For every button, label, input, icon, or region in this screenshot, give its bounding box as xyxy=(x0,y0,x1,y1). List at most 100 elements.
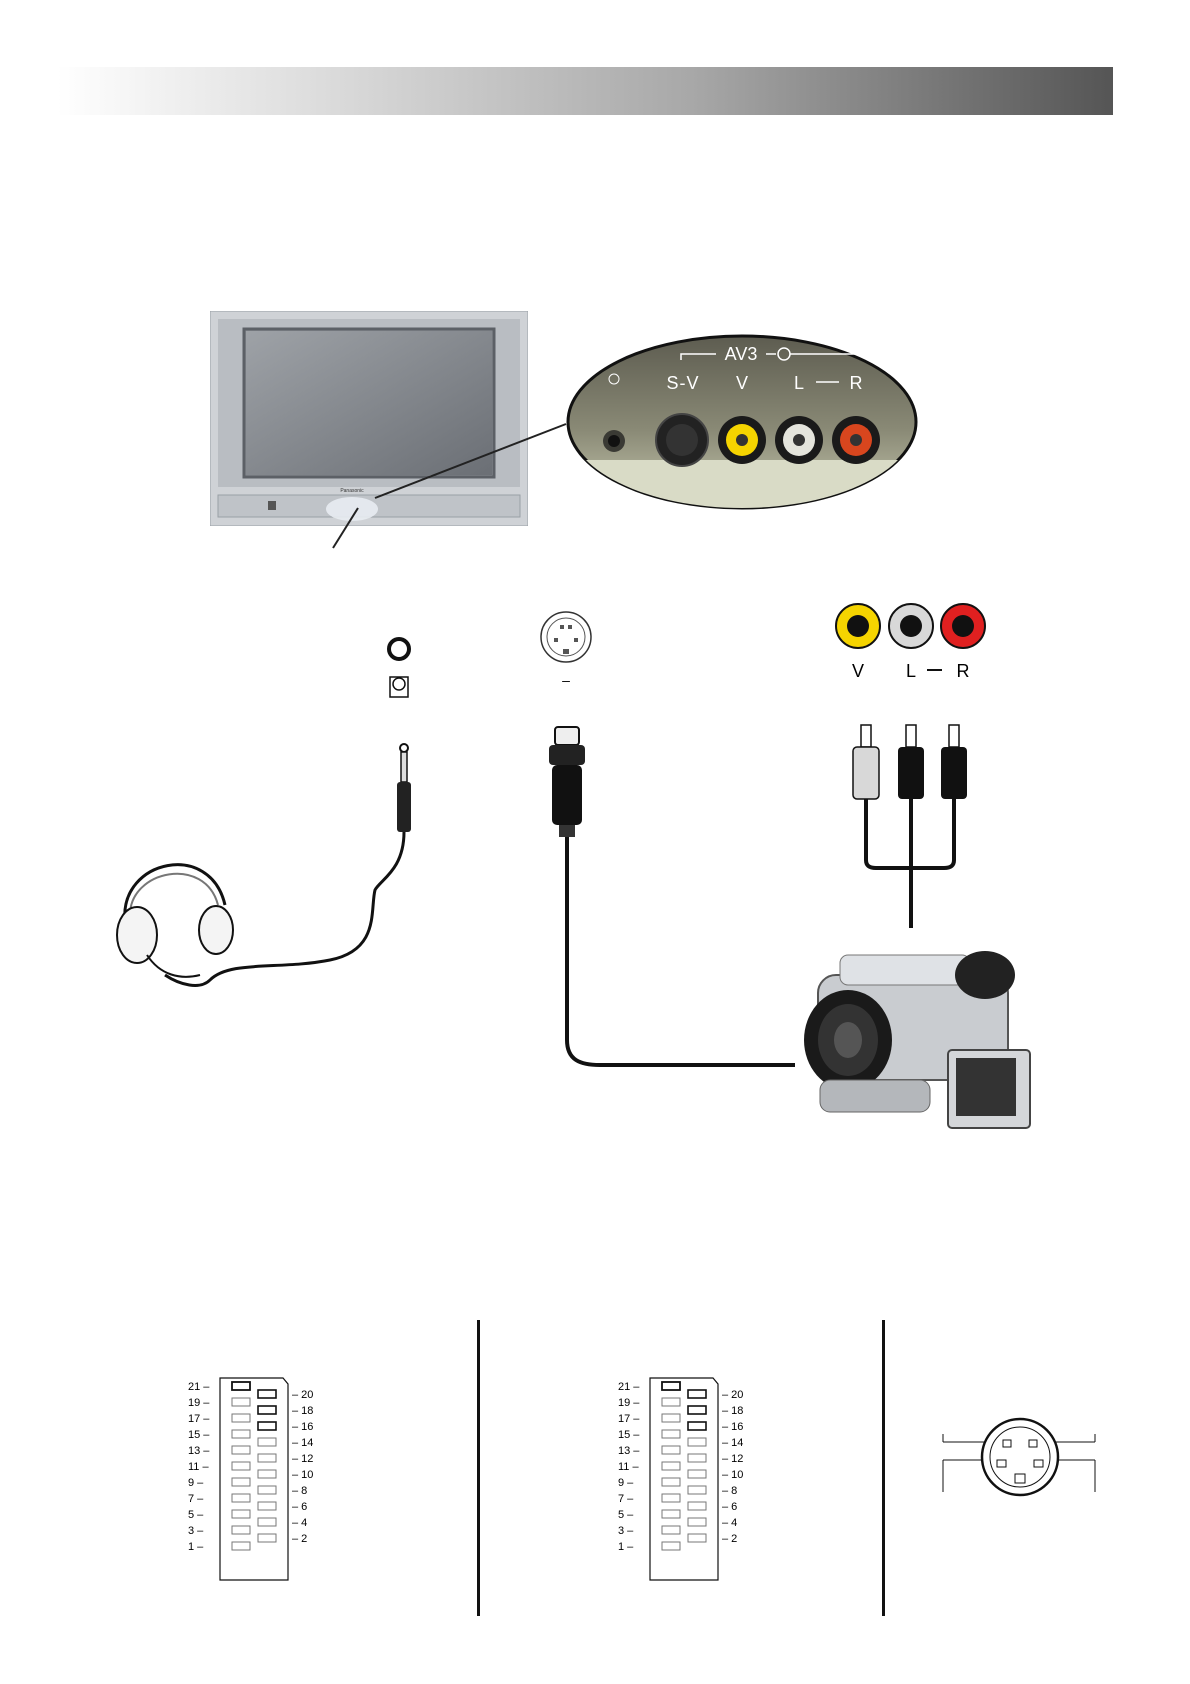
scart-pin-diagram-2: 21 –19 –17 –15 –13 –11 –9 –7 –5 –3 –1 ––… xyxy=(618,1377,743,1581)
scart-pin-label: – 4 xyxy=(722,1517,737,1529)
scart-pin-box xyxy=(231,1525,251,1535)
rca-cable xyxy=(864,799,956,928)
scart-pin-box xyxy=(257,1501,277,1511)
rca-label-v: V xyxy=(852,661,864,681)
scart-pin-box xyxy=(661,1493,681,1503)
scart-pin-label: 13 – xyxy=(188,1445,210,1457)
scart-pin-box xyxy=(257,1469,277,1479)
svideo-pin-diagram xyxy=(942,1417,1096,1497)
scart-pin-label: 9 – xyxy=(618,1477,634,1489)
scart-pin-box xyxy=(661,1477,681,1487)
scart-pin-label: – 10 xyxy=(292,1469,313,1481)
socket-label-r: R xyxy=(850,373,863,393)
socket-label-l: L xyxy=(794,373,804,393)
scart-pin-diagram-1: 21 –19 –17 –15 –13 –11 –9 –7 –5 –3 –1 ––… xyxy=(188,1377,313,1581)
headphone-jack-plug xyxy=(397,743,411,832)
section-header-bar xyxy=(57,67,1113,115)
scart-pin-label: 15 – xyxy=(618,1429,640,1441)
scart-pin-label: – 2 xyxy=(292,1533,307,1545)
scart-pin-box xyxy=(661,1509,681,1519)
scart-pin-box xyxy=(231,1541,251,1551)
scart-pin-box xyxy=(661,1525,681,1535)
scart-pin-label: 3 – xyxy=(618,1525,634,1537)
scart-pin-label: 5 – xyxy=(188,1509,204,1521)
divider-left xyxy=(477,1320,480,1616)
scart-pin-box xyxy=(231,1445,251,1455)
scart-pin-label: – 6 xyxy=(722,1501,737,1513)
scart-pin-box xyxy=(687,1421,707,1431)
scart-pin-label: – 8 xyxy=(292,1485,307,1497)
scart-pin-box xyxy=(687,1437,707,1447)
scart-pin-box xyxy=(661,1429,681,1439)
scart-pin-label: – 14 xyxy=(722,1437,743,1449)
scart-pin-label: 9 – xyxy=(188,1477,204,1489)
socket-label-s-v: S-V xyxy=(666,373,699,393)
scart-pin-box xyxy=(687,1533,707,1543)
tv-set-image: Panasonic xyxy=(210,311,528,526)
scart-pin-box xyxy=(231,1477,251,1487)
scart-pin-box xyxy=(231,1509,251,1519)
scart-pin-box xyxy=(687,1517,707,1527)
scart-pin-box xyxy=(231,1413,251,1423)
scart-pin-label: – 18 xyxy=(722,1405,743,1417)
scart-pin-label: 17 – xyxy=(188,1413,210,1425)
scart-pin-label: 7 – xyxy=(188,1493,204,1505)
svg-text:Panasonic: Panasonic xyxy=(340,488,364,494)
scart-pin-box xyxy=(231,1381,251,1391)
rca-plugs xyxy=(852,724,967,800)
scart-pin-label: – 10 xyxy=(722,1469,743,1481)
rca-label-r: R xyxy=(957,661,970,681)
camcorder-image xyxy=(804,951,1031,1129)
scart-pin-label: 3 – xyxy=(188,1525,204,1537)
socket-label-v: V xyxy=(736,373,748,393)
scart-pin-label: – 8 xyxy=(722,1485,737,1497)
scart-pin-box xyxy=(687,1453,707,1463)
scart-pin-label: – 14 xyxy=(292,1437,313,1449)
scart-pin-box xyxy=(231,1493,251,1503)
av3-socket-zoom: AV3 S-V V L R xyxy=(566,334,918,510)
scart-pin-box xyxy=(687,1389,707,1399)
scart-pin-label: 1 – xyxy=(618,1541,634,1553)
scart-pin-label: 11 – xyxy=(188,1461,209,1473)
scart-pin-label: 11 – xyxy=(618,1461,639,1473)
scart-connector-outline xyxy=(219,1377,289,1581)
scart-pin-box xyxy=(687,1469,707,1479)
rca-label-l: L xyxy=(906,661,916,681)
divider-right xyxy=(882,1320,885,1616)
scart-pin-label: 1 – xyxy=(188,1541,204,1553)
scart-pin-box xyxy=(661,1381,681,1391)
scart-pin-box xyxy=(257,1533,277,1543)
scart-pin-box xyxy=(661,1413,681,1423)
scart-pin-box xyxy=(257,1517,277,1527)
scart-pin-box xyxy=(661,1541,681,1551)
scart-pin-box xyxy=(231,1461,251,1471)
scart-pin-label: 19 – xyxy=(188,1397,210,1409)
headphone-cable xyxy=(164,831,406,987)
scart-pin-box xyxy=(231,1429,251,1439)
scart-pin-label: – 18 xyxy=(292,1405,313,1417)
scart-pin-box xyxy=(687,1485,707,1495)
scart-pin-box xyxy=(661,1445,681,1455)
scart-pin-label: 17 – xyxy=(618,1413,640,1425)
scart-pin-box xyxy=(257,1405,277,1415)
svideo-cable xyxy=(565,837,795,1067)
headphone-symbol-icon xyxy=(389,676,409,698)
svideo-caption: – xyxy=(562,672,570,688)
scart-pin-label: 15 – xyxy=(188,1429,210,1441)
headphone-socket-icon xyxy=(387,637,411,661)
scart-pin-box xyxy=(687,1501,707,1511)
scart-pin-box xyxy=(661,1461,681,1471)
scart-pin-box xyxy=(257,1389,277,1399)
scart-pin-label: – 12 xyxy=(292,1453,313,1465)
headphones-image xyxy=(116,863,234,978)
scart-pin-label: – 12 xyxy=(722,1453,743,1465)
scart-pin-box xyxy=(257,1421,277,1431)
svideo-plug xyxy=(549,726,585,837)
scart-pin-label: 5 – xyxy=(618,1509,634,1521)
scart-pin-box xyxy=(257,1453,277,1463)
zoom-panel-graphic: AV3 S-V V L R xyxy=(566,334,918,510)
scart-pin-label: – 16 xyxy=(722,1421,743,1433)
scart-pin-label: – 6 xyxy=(292,1501,307,1513)
scart-pin-box xyxy=(687,1405,707,1415)
scart-pin-label: 21 – xyxy=(618,1381,640,1393)
